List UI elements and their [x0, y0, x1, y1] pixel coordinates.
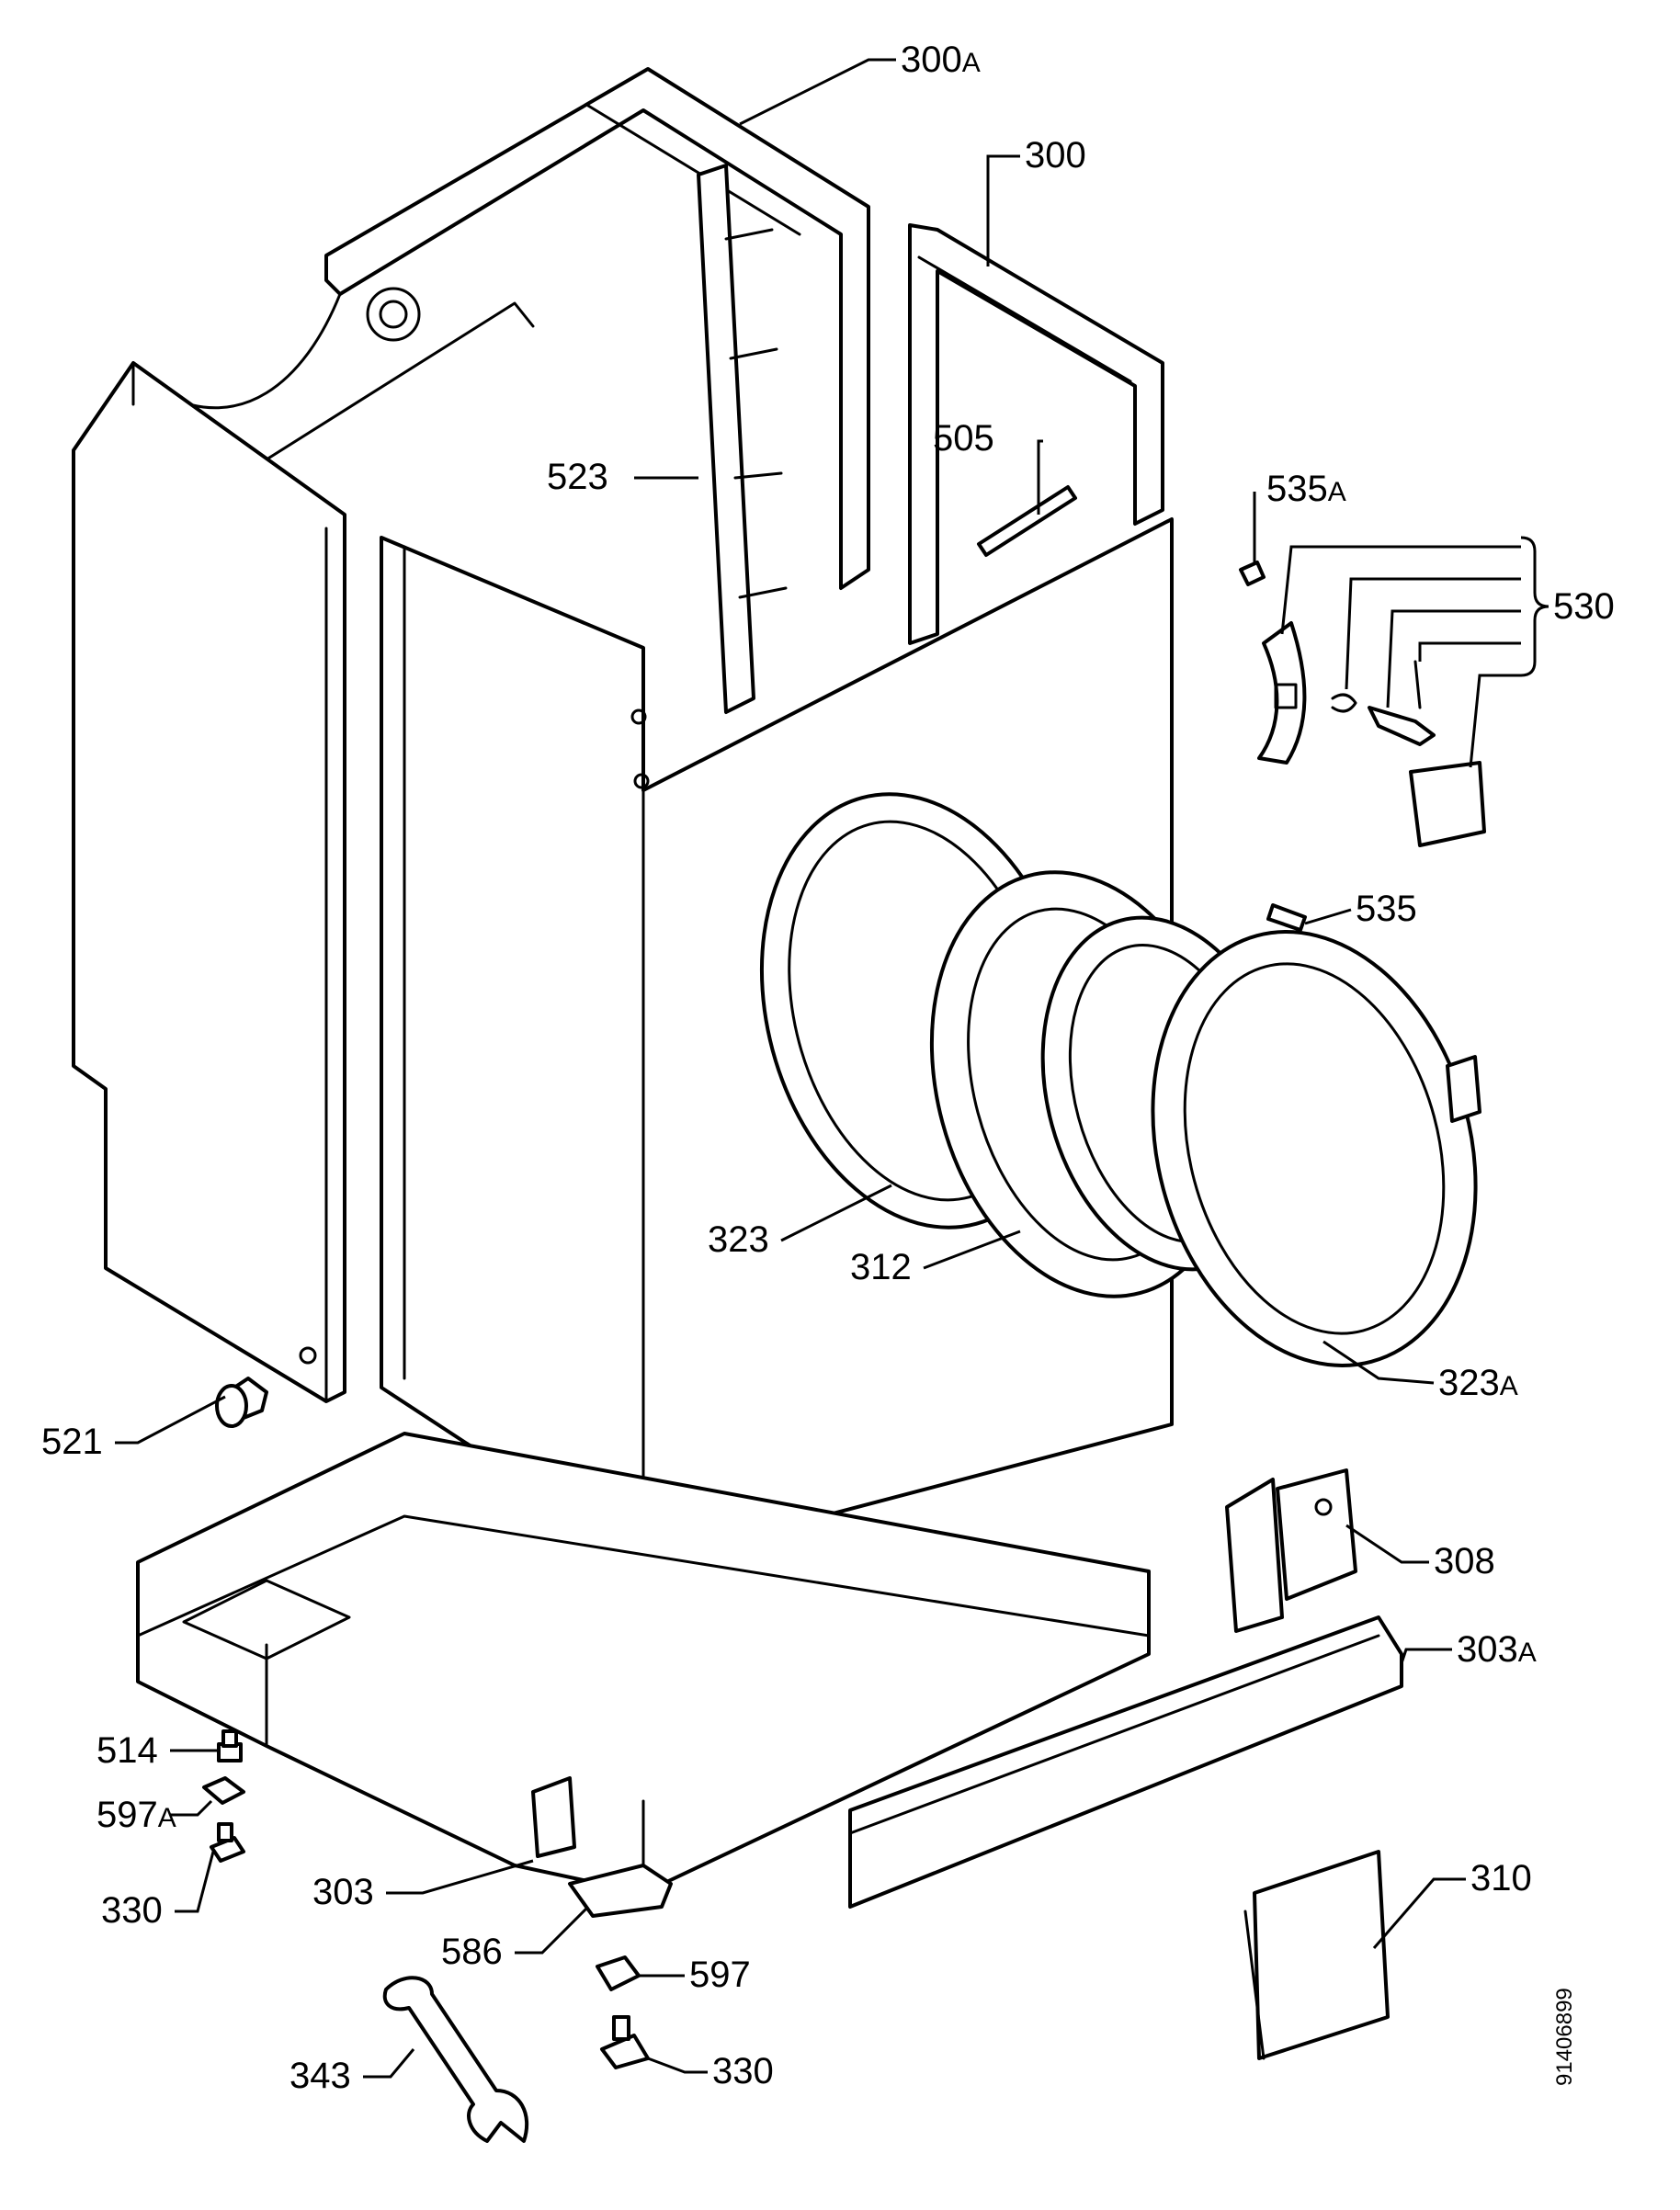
- label-523: 523: [547, 457, 608, 497]
- label-300: 300: [1025, 135, 1086, 176]
- svg-text:523: 523: [547, 457, 608, 497]
- label-number: 597: [689, 1955, 751, 1995]
- service-flap: [1243, 1850, 1390, 2060]
- svg-text:300A: 300A: [901, 40, 981, 80]
- label-597: 597: [689, 1955, 751, 1995]
- label-514: 514: [96, 1730, 158, 1771]
- rod: [977, 485, 1077, 557]
- svg-text:310: 310: [1470, 1858, 1532, 1898]
- svg-text:597A: 597A: [96, 1795, 176, 1835]
- bolt: [215, 1377, 268, 1428]
- small-screw: [1239, 561, 1266, 586]
- label-number: 310: [1470, 1858, 1532, 1898]
- svg-text:330: 330: [712, 2051, 774, 2091]
- label-suffix: A: [1518, 1638, 1537, 1668]
- label-number: 505: [933, 418, 994, 459]
- label-number: 597: [96, 1795, 158, 1835]
- kick-plate: [848, 1615, 1403, 1909]
- label-number: 523: [547, 457, 608, 497]
- screw-514: [217, 1729, 243, 1762]
- label-suffix: A: [158, 1803, 176, 1833]
- door-lock-assembly: [1257, 621, 1486, 847]
- label-323: 323: [708, 1219, 769, 1260]
- document-number: 91406899: [1552, 1988, 1577, 2086]
- label-number: 312: [850, 1247, 912, 1287]
- label-300a: 300A: [901, 40, 981, 80]
- label-number: 303: [1457, 1629, 1518, 1670]
- label-number: 530: [1553, 586, 1615, 627]
- label-308: 308: [1434, 1541, 1495, 1581]
- svg-text:535: 535: [1356, 889, 1417, 929]
- label-521: 521: [41, 1422, 103, 1462]
- label-303: 303: [312, 1872, 374, 1912]
- label-312: 312: [850, 1247, 912, 1287]
- label-330-left: 330: [101, 1890, 163, 1931]
- label-number: 323: [708, 1219, 769, 1260]
- label-535a: 535A: [1266, 469, 1346, 509]
- door-frame: [1151, 930, 1481, 1367]
- left-side-panel: [72, 361, 346, 1403]
- svg-text:521: 521: [41, 1422, 103, 1462]
- cabinet-side-frame: [908, 223, 1164, 645]
- label-number: 586: [441, 1932, 503, 1972]
- label-number: 514: [96, 1730, 158, 1771]
- label-597a: 597A: [96, 1795, 176, 1835]
- svg-text:343: 343: [289, 2056, 351, 2096]
- label-number: 330: [101, 1890, 163, 1931]
- label-number: 308: [1434, 1541, 1495, 1581]
- spanner-wrench: [382, 1976, 529, 2143]
- svg-text:530: 530: [1553, 586, 1615, 627]
- label-330-bottom: 330: [712, 2051, 774, 2091]
- door-hinge: [1225, 1468, 1357, 1633]
- screw-330-bottom: [600, 2015, 650, 2069]
- label-535: 535: [1356, 889, 1417, 929]
- label-310: 310: [1470, 1858, 1532, 1898]
- label-number: 535: [1266, 469, 1328, 509]
- label-323a: 323A: [1438, 1363, 1518, 1403]
- label-303a: 303A: [1457, 1629, 1537, 1670]
- svg-text:300: 300: [1025, 135, 1086, 176]
- leader-lines: [115, 58, 1549, 2079]
- label-number: 535: [1356, 889, 1417, 929]
- label-586: 586: [441, 1932, 503, 1972]
- label-530: 530: [1553, 586, 1615, 627]
- side-rail: [697, 164, 788, 714]
- label-suffix: A: [1500, 1371, 1518, 1401]
- foot-screw-330: [210, 1822, 245, 1863]
- square-nut: [202, 1776, 245, 1805]
- svg-text:303A: 303A: [1457, 1629, 1537, 1670]
- label-number: 521: [41, 1422, 103, 1462]
- svg-text:535A: 535A: [1266, 469, 1346, 509]
- svg-text:514: 514: [96, 1730, 158, 1771]
- svg-text:586: 586: [441, 1932, 503, 1972]
- svg-text:312: 312: [850, 1247, 912, 1287]
- svg-text:323A: 323A: [1438, 1363, 1518, 1403]
- label-number: 330: [712, 2051, 774, 2091]
- door-pin: [1266, 903, 1307, 932]
- label-number: 300: [1025, 135, 1086, 176]
- svg-text:597: 597: [689, 1955, 751, 1995]
- label-number: 323: [1438, 1363, 1500, 1403]
- svg-text:505: 505: [933, 418, 994, 459]
- label-505: 505: [933, 418, 994, 459]
- label-343: 343: [289, 2056, 351, 2096]
- label-suffix: A: [962, 48, 981, 78]
- label-number: 300: [901, 40, 962, 80]
- svg-text:330: 330: [101, 1890, 163, 1931]
- svg-text:308: 308: [1434, 1541, 1495, 1581]
- label-number: 343: [289, 2056, 351, 2096]
- label-suffix: A: [1328, 477, 1346, 507]
- leveling-foot: [568, 1864, 673, 1918]
- svg-text:323: 323: [708, 1219, 769, 1260]
- svg-text:303: 303: [312, 1872, 374, 1912]
- label-number: 303: [312, 1872, 374, 1912]
- nut-597: [596, 1955, 641, 1991]
